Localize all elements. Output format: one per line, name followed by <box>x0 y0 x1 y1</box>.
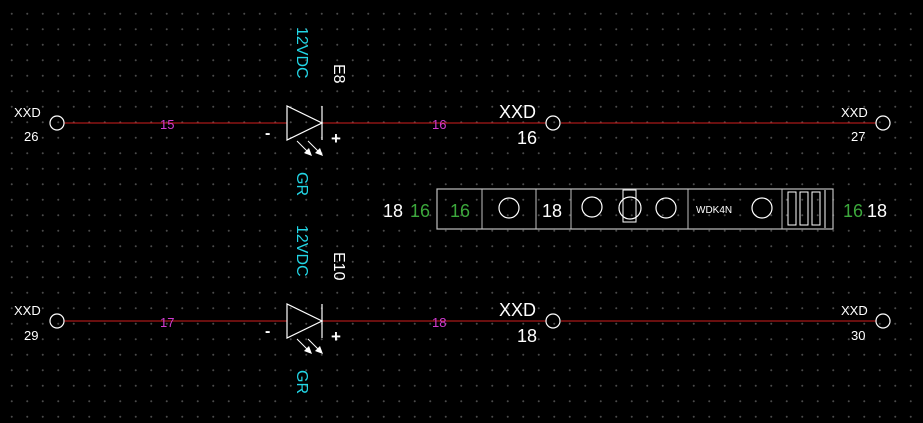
terminal-name-label: XXD <box>14 303 41 318</box>
terminal-xxd-18[interactable] <box>545 313 561 329</box>
emission-arrowhead <box>304 148 312 156</box>
screw-icon <box>655 197 677 219</box>
emission-arrowhead <box>315 346 323 354</box>
terminal-strip[interactable]: 18 16 16 18 WDK4N 16 18 <box>383 188 887 230</box>
strip-right-number: 18 <box>867 201 887 221</box>
lamp-voltage-label: 12VDC <box>293 27 310 79</box>
lamp-minus-label: - <box>265 323 270 340</box>
end-plate-icon <box>811 191 821 226</box>
emission-arrowhead <box>304 346 312 354</box>
lamp-voltage-label: 12VDC <box>293 225 310 277</box>
lamp-e10[interactable] <box>286 303 324 354</box>
jumper-slot-icon <box>622 189 637 223</box>
terminal-xxd-30[interactable] <box>875 313 891 329</box>
wire-number-label: 17 <box>160 315 174 330</box>
screw-icon <box>581 196 603 218</box>
terminal-xxd-16[interactable] <box>545 115 561 131</box>
lamp-plus-label: + <box>331 129 341 148</box>
terminal-name-label: XXD <box>841 303 868 318</box>
circuit-e8: XXD 26 15 - + E8 12VDC GR 16 XXD 16 XXD … <box>14 27 891 196</box>
diode-triangle <box>286 105 324 141</box>
end-plate-icon <box>799 191 809 226</box>
lamp-tag-label: E8 <box>330 64 347 84</box>
lamp-color-label: GR <box>293 172 310 196</box>
terminal-name-label: XXD <box>841 105 868 120</box>
strip-outline <box>436 188 834 230</box>
end-plate-icon <box>787 191 797 226</box>
terminal-number-label: 16 <box>517 128 537 148</box>
terminal-xxd-27[interactable] <box>875 115 891 131</box>
terminal-name-label: XXD <box>14 105 41 120</box>
wire-number-label: 15 <box>160 117 174 132</box>
terminal-number-label: 18 <box>517 326 537 346</box>
circuit-e10: XXD 29 17 - + E10 12VDC GR 18 XXD 18 XXD… <box>14 225 891 394</box>
terminal-xxd-26[interactable] <box>49 115 65 131</box>
strip-right-wire: 16 <box>843 201 863 221</box>
wire-number-label: 18 <box>432 315 446 330</box>
terminal-number-label: 27 <box>851 129 865 144</box>
diode-triangle <box>286 303 324 339</box>
screw-icon <box>498 197 520 219</box>
lamp-minus-label: - <box>265 125 270 142</box>
strip-left-wire: 16 <box>410 201 430 221</box>
screw-icon <box>751 197 773 219</box>
terminal-name-label: XXD <box>499 102 536 122</box>
wire-number-label: 16 <box>432 117 446 132</box>
terminal-xxd-29[interactable] <box>49 313 65 329</box>
strip-cell-wire: 16 <box>450 201 470 221</box>
lamp-plus-label: + <box>331 327 341 346</box>
terminal-number-label: 26 <box>24 129 38 144</box>
terminal-number-label: 30 <box>851 328 865 343</box>
terminal-name-label: XXD <box>499 300 536 320</box>
strip-left-number: 18 <box>383 201 403 221</box>
lamp-tag-label: E10 <box>330 252 347 281</box>
terminal-number-label: 29 <box>24 328 38 343</box>
strip-middle-number: 18 <box>542 201 562 221</box>
lamp-e8[interactable] <box>286 105 324 156</box>
emission-arrowhead <box>315 148 323 156</box>
strip-model-label: WDK4N <box>696 205 732 216</box>
lamp-color-label: GR <box>293 370 310 394</box>
screw-icon <box>618 196 642 220</box>
